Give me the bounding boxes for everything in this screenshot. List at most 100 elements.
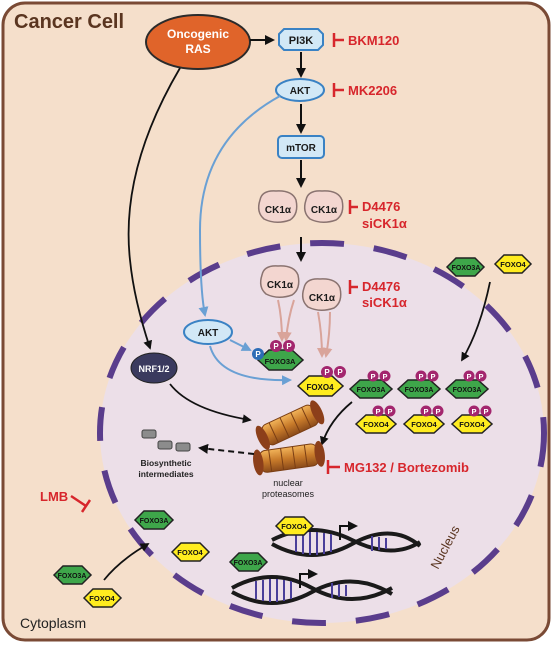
phospho-badge-p6b (480, 405, 492, 417)
biosynthetic-label-line2: intermediates (138, 469, 194, 479)
phospho-label-p3b: P (478, 372, 483, 381)
arrow-ck1-foxo3a-b (281, 299, 295, 342)
nrf-label: NRF1/2 (138, 364, 169, 374)
phospho-badge-p2a (415, 370, 427, 382)
foxo4-label-cyto-tr: FOXO4 (500, 260, 526, 269)
foxo4-node-nuclear-ll: FOXO4 (170, 542, 211, 562)
phospho-label-central-4: P (324, 368, 330, 377)
phospho-badge-p3b (475, 370, 487, 382)
mtor-label: mTOR (286, 143, 317, 154)
phospho-badge-p3a (463, 370, 475, 382)
foxo4-node-central: FOXO4 (296, 375, 345, 397)
biosynthetic-intermediates-icon (141, 429, 191, 452)
foxo4-label-cyto-bl: FOXO4 (89, 594, 115, 603)
biosynthetic-label-line1: Biosynthetic (140, 458, 191, 468)
arrow-ck1-foxo4-a (316, 311, 327, 358)
inhibitor-bkm120: BKM120 (348, 33, 399, 48)
arrow-ras-nrf (127, 67, 181, 350)
phospho-label-p2b: P (430, 372, 435, 381)
phospho-badge-p5b (432, 405, 444, 417)
phospho-label-central-3: P (286, 342, 292, 351)
phospho-badge-central-4 (321, 366, 333, 378)
foxo3a-label-central: FOXO3A (265, 357, 296, 366)
inhibitor-bar-lmb (80, 499, 92, 513)
inhibitor-sick1a-2: siCK1α (362, 295, 407, 310)
ck1a-node-3: CK1α (259, 265, 300, 298)
foxo4-node-p2: FOXO4 (402, 414, 446, 434)
foxo4-node-p1: FOXO4 (354, 414, 398, 434)
oncogenic-ras-node: Oncogenic RAS (145, 14, 251, 70)
phospho-badge-p1b (379, 370, 391, 382)
phospho-label-central-5: P (337, 368, 343, 377)
phospho-label-p1a: P (370, 372, 375, 381)
arrow-proteasome-biosynthetic (198, 443, 255, 455)
ck1a-label-3: CK1α (267, 280, 294, 291)
foxo4-label-p3: FOXO4 (459, 420, 485, 429)
foxo4-label-p1: FOXO4 (363, 420, 389, 429)
ck1a-node-4: CK1α (301, 278, 342, 311)
phospho-label-p4b: P (387, 407, 392, 416)
foxo4-node-cyto-tr: FOXO4 (493, 254, 533, 274)
akt-node: AKT (275, 78, 325, 102)
inhibitor-sick1a-1: siCK1α (362, 216, 407, 231)
pi3k-node: PI3K (278, 28, 324, 51)
arrow-foxo-import-bl (103, 543, 150, 581)
arrow-nakt-foxo4 (209, 345, 292, 386)
foxo4-node-cyto-bl: FOXO4 (82, 588, 123, 608)
foxo3a-label-p1: FOXO3A (357, 387, 386, 394)
phospho-badge-central-3 (283, 340, 295, 352)
akt-label: AKT (290, 86, 311, 97)
inhibitor-mg132: MG132 / Bortezomib (344, 460, 469, 475)
foxo4-node-dna: FOXO4 (274, 516, 315, 536)
inhibitor-d4476-2: D4476 (362, 279, 400, 294)
ck1a-label-2: CK1α (311, 205, 338, 216)
foxo3a-label-nuclear-ll: FOXO3A (140, 518, 169, 525)
foxo3a-label-cyto-bl: FOXO3A (58, 573, 87, 580)
foxo4-label-central: FOXO4 (306, 383, 334, 392)
phospho-badge-p2b (427, 370, 439, 382)
proteasome-label-line2: proteasomes (262, 489, 315, 499)
arrow-nakt-foxo3a (229, 339, 252, 351)
nuclear-akt-label: AKT (198, 328, 219, 339)
ck1a-label-1: CK1α (265, 205, 292, 216)
ras-label-line2: RAS (185, 42, 210, 56)
arrow-foxo-proteasome (320, 401, 353, 446)
foxo4-label-nuclear-ll: FOXO4 (177, 548, 203, 557)
phospho-label-p1b: P (382, 372, 387, 381)
inhibitor-d4476-1: D4476 (362, 199, 400, 214)
pi3k-label: PI3K (289, 35, 314, 47)
phospho-label-p3a: P (466, 372, 471, 381)
phospho-badge-central-1 (252, 348, 264, 360)
foxo3a-node-p2: FOXO3A (396, 379, 442, 399)
foxo3a-node-central: FOXO3A (256, 349, 305, 371)
phospho-badge-p6a (468, 405, 480, 417)
foxo3a-label-cyto-tr: FOXO3A (452, 265, 481, 272)
proteasome-2 (253, 440, 325, 476)
phospho-label-p2a: P (418, 372, 423, 381)
foxo4-label-p2: FOXO4 (411, 420, 437, 429)
phospho-badge-p1a (367, 370, 379, 382)
phospho-badge-p4a (372, 405, 384, 417)
cytoplasm-label: Cytoplasm (20, 615, 86, 631)
phospho-badge-central-2 (270, 340, 282, 352)
ck1a-label-4: CK1α (309, 293, 336, 304)
foxo3a-node-p1: FOXO3A (348, 379, 394, 399)
phospho-label-p6a: P (471, 407, 476, 416)
foxo3a-label-dna: FOXO3A (234, 560, 263, 567)
phospho-label-p5b: P (435, 407, 440, 416)
inhibitor-line-lmb (70, 494, 87, 508)
foxo3a-node-cyto-bl: FOXO3A (52, 565, 93, 585)
ck1a-node-2: CK1α (303, 190, 344, 223)
phospho-label-central-2: P (273, 342, 279, 351)
phospho-badge-p5a (420, 405, 432, 417)
foxo3a-label-p2: FOXO3A (405, 387, 434, 394)
inhibitor-lmb: LMB (40, 489, 68, 504)
nuclear-akt-node: AKT (183, 319, 233, 345)
dna-helix-2 (231, 569, 394, 605)
arrow-nrf-proteasome (169, 383, 252, 424)
foxo3a-label-p3: FOXO3A (453, 387, 482, 394)
foxo3a-node-p3: FOXO3A (444, 379, 490, 399)
arrow-akt-nuclear (198, 95, 281, 317)
